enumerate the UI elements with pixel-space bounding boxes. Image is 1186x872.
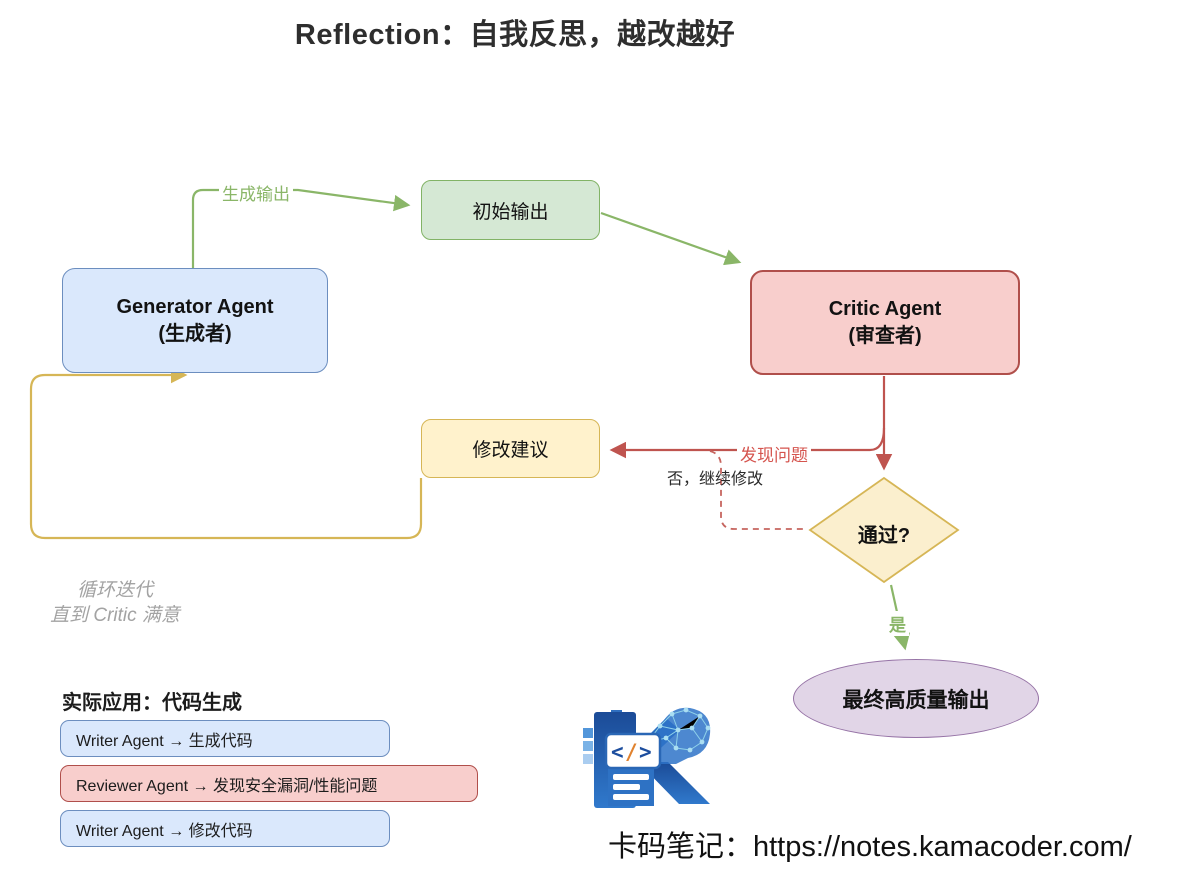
suggestion-node: 修改建议: [421, 419, 600, 478]
dashed-no-loop: [709, 450, 805, 530]
logo-k-leg: [638, 762, 710, 804]
footer-site-link: 卡码笔记：https://notes.kamacoder.com/: [608, 831, 1132, 863]
generator-agent-subtitle: (生成者): [158, 322, 232, 345]
label-generate-output: 生成输出: [219, 180, 293, 205]
label-no-continue: 否，继续修改: [667, 471, 764, 488]
decision-diamond: [808, 476, 960, 584]
arrow-initial-to-critic: [600, 211, 742, 266]
page-title: Reflection：自我反思，越改越好: [294, 19, 736, 51]
logo-code-lt: <: [611, 740, 624, 764]
generator-agent-node: Generator Agent (生成者): [62, 268, 328, 373]
critic-agent-node: Critic Agent (审查者): [750, 270, 1020, 375]
final-output-node: 最终高质量输出: [793, 659, 1039, 738]
decision-label: 通过?: [857, 525, 911, 547]
logo-code-slash: /: [625, 740, 638, 764]
logo-code-gt: >: [639, 740, 652, 764]
arrow-feedback-loop: [29, 366, 423, 540]
application-item-writer-fix: Writer Agent → 修改代码: [60, 810, 390, 847]
arrow-generate-output: [191, 188, 411, 268]
application-heading: 实际应用：代码生成: [62, 692, 242, 714]
label-found-issues: 发现问题: [737, 441, 811, 466]
arrow-found-issues: [609, 427, 886, 459]
kamacoder-logo: < / >: [583, 707, 711, 808]
application-item-writer-generate: Writer Agent → 生成代码: [60, 720, 390, 757]
loop-note-line1: 循环迭代: [76, 580, 153, 601]
logo-doc-lines-icon: [613, 774, 649, 800]
critic-agent-subtitle: (审查者): [848, 324, 922, 347]
initial-output-node: 初始输出: [421, 180, 600, 240]
logo-code-box: [604, 732, 662, 770]
code-icon: < / >: [611, 740, 652, 764]
generator-agent-title: Generator Agent: [116, 295, 274, 318]
application-item-reviewer: Reviewer Agent → 发现安全漏洞/性能问题: [60, 765, 478, 802]
label-yes: 是: [886, 611, 909, 636]
loop-note-line2: 直到 Critic 满意: [50, 605, 180, 626]
critic-agent-title: Critic Agent: [828, 297, 942, 320]
loop-note: 循环迭代 直到 Critic 满意: [14, 578, 216, 628]
